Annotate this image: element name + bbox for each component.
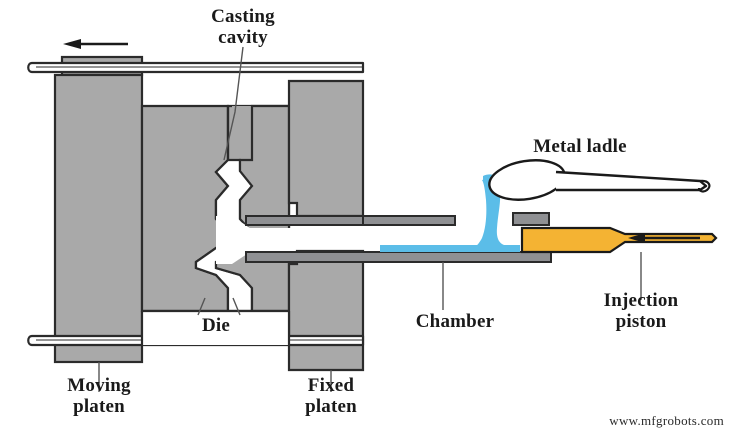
- watermark: www.mfgrobots.com: [609, 413, 724, 428]
- platen-motion-arrow: [63, 39, 128, 49]
- pour-hole-collar: [512, 212, 550, 226]
- leader-die-right: [232, 297, 241, 316]
- label-fixed-platen-line2: platen: [305, 396, 357, 417]
- label-casting-cavity-line1: Casting: [211, 6, 275, 27]
- injection-piston: [520, 226, 718, 254]
- label-metal-ladle: Metal ladle: [533, 136, 626, 157]
- leader-lines: [98, 46, 642, 392]
- label-moving-platen-line2: platen: [73, 396, 125, 417]
- leader-die-left: [197, 297, 206, 316]
- die-label-backing: [142, 311, 289, 345]
- label-injection-piston-line2: piston: [616, 311, 667, 332]
- shot-chamber: [245, 251, 552, 263]
- label-die: Die: [202, 315, 230, 336]
- label-injection-piston-line1: Injection: [604, 290, 679, 311]
- chamber-upper-wall: [245, 215, 456, 226]
- leader-casting-cavity: [223, 46, 244, 161]
- label-moving-platen-line1: Moving: [67, 375, 131, 396]
- label-fixed-platen-line1: Fixed: [308, 375, 355, 396]
- piston-stroke-arrow: [628, 233, 700, 243]
- metal-ladle: [488, 159, 711, 201]
- label-chamber: Chamber: [416, 311, 495, 332]
- moving-platen: [53, 55, 144, 364]
- tie-bar-top: [27, 61, 365, 74]
- label-casting-cavity-line2: cavity: [218, 27, 268, 48]
